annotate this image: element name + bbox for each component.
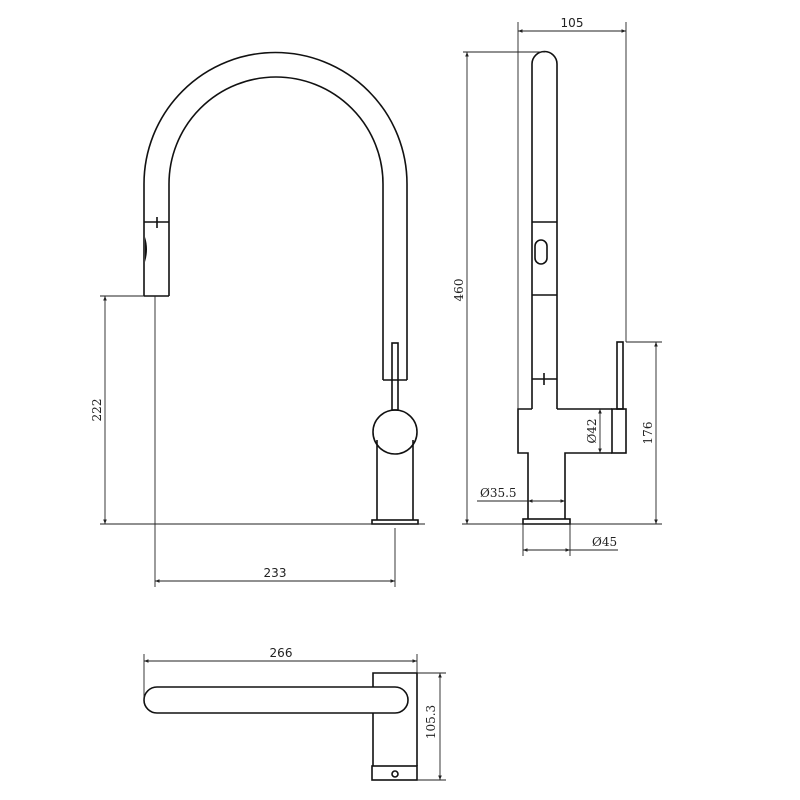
side-view: 105 460 176 Ø42 Ø35.5 Ø45 [452,16,662,556]
dimension-label-d42: Ø42 [585,418,599,443]
dimension-label-266: 266 [270,646,293,660]
dimension-label-460: 460 [452,279,466,302]
body-top [372,672,418,766]
base-plate [371,519,419,525]
spout-outer-arch [143,51,408,380]
dimension-label-233: 233 [264,566,287,580]
handle-lever [616,341,624,410]
spout-inner-arch [168,76,384,380]
top-view: 266 105.3 [143,646,446,781]
handle-lever [391,342,399,411]
spout-tube [531,50,558,409]
dimension-label-105: 105 [561,16,584,30]
dimension-label-d35-5: Ø35.5 [480,486,517,500]
spray-button-side [145,237,147,262]
dimension-label-222: 222 [90,399,104,422]
dimension-label-176: 176 [641,422,655,445]
body-outline [517,408,612,519]
dimension-label-105-3: 105.3 [424,705,438,739]
front-view: 222 233 [90,51,425,587]
spray-button [534,239,548,265]
handle-pin [391,770,399,778]
base-plate [522,518,571,525]
spout-top [143,686,409,714]
handle-knob [372,409,418,455]
faucet-body [376,440,414,520]
dimension-label-d45: Ø45 [592,535,617,549]
handle-body [611,408,627,454]
handle-top [371,765,418,781]
